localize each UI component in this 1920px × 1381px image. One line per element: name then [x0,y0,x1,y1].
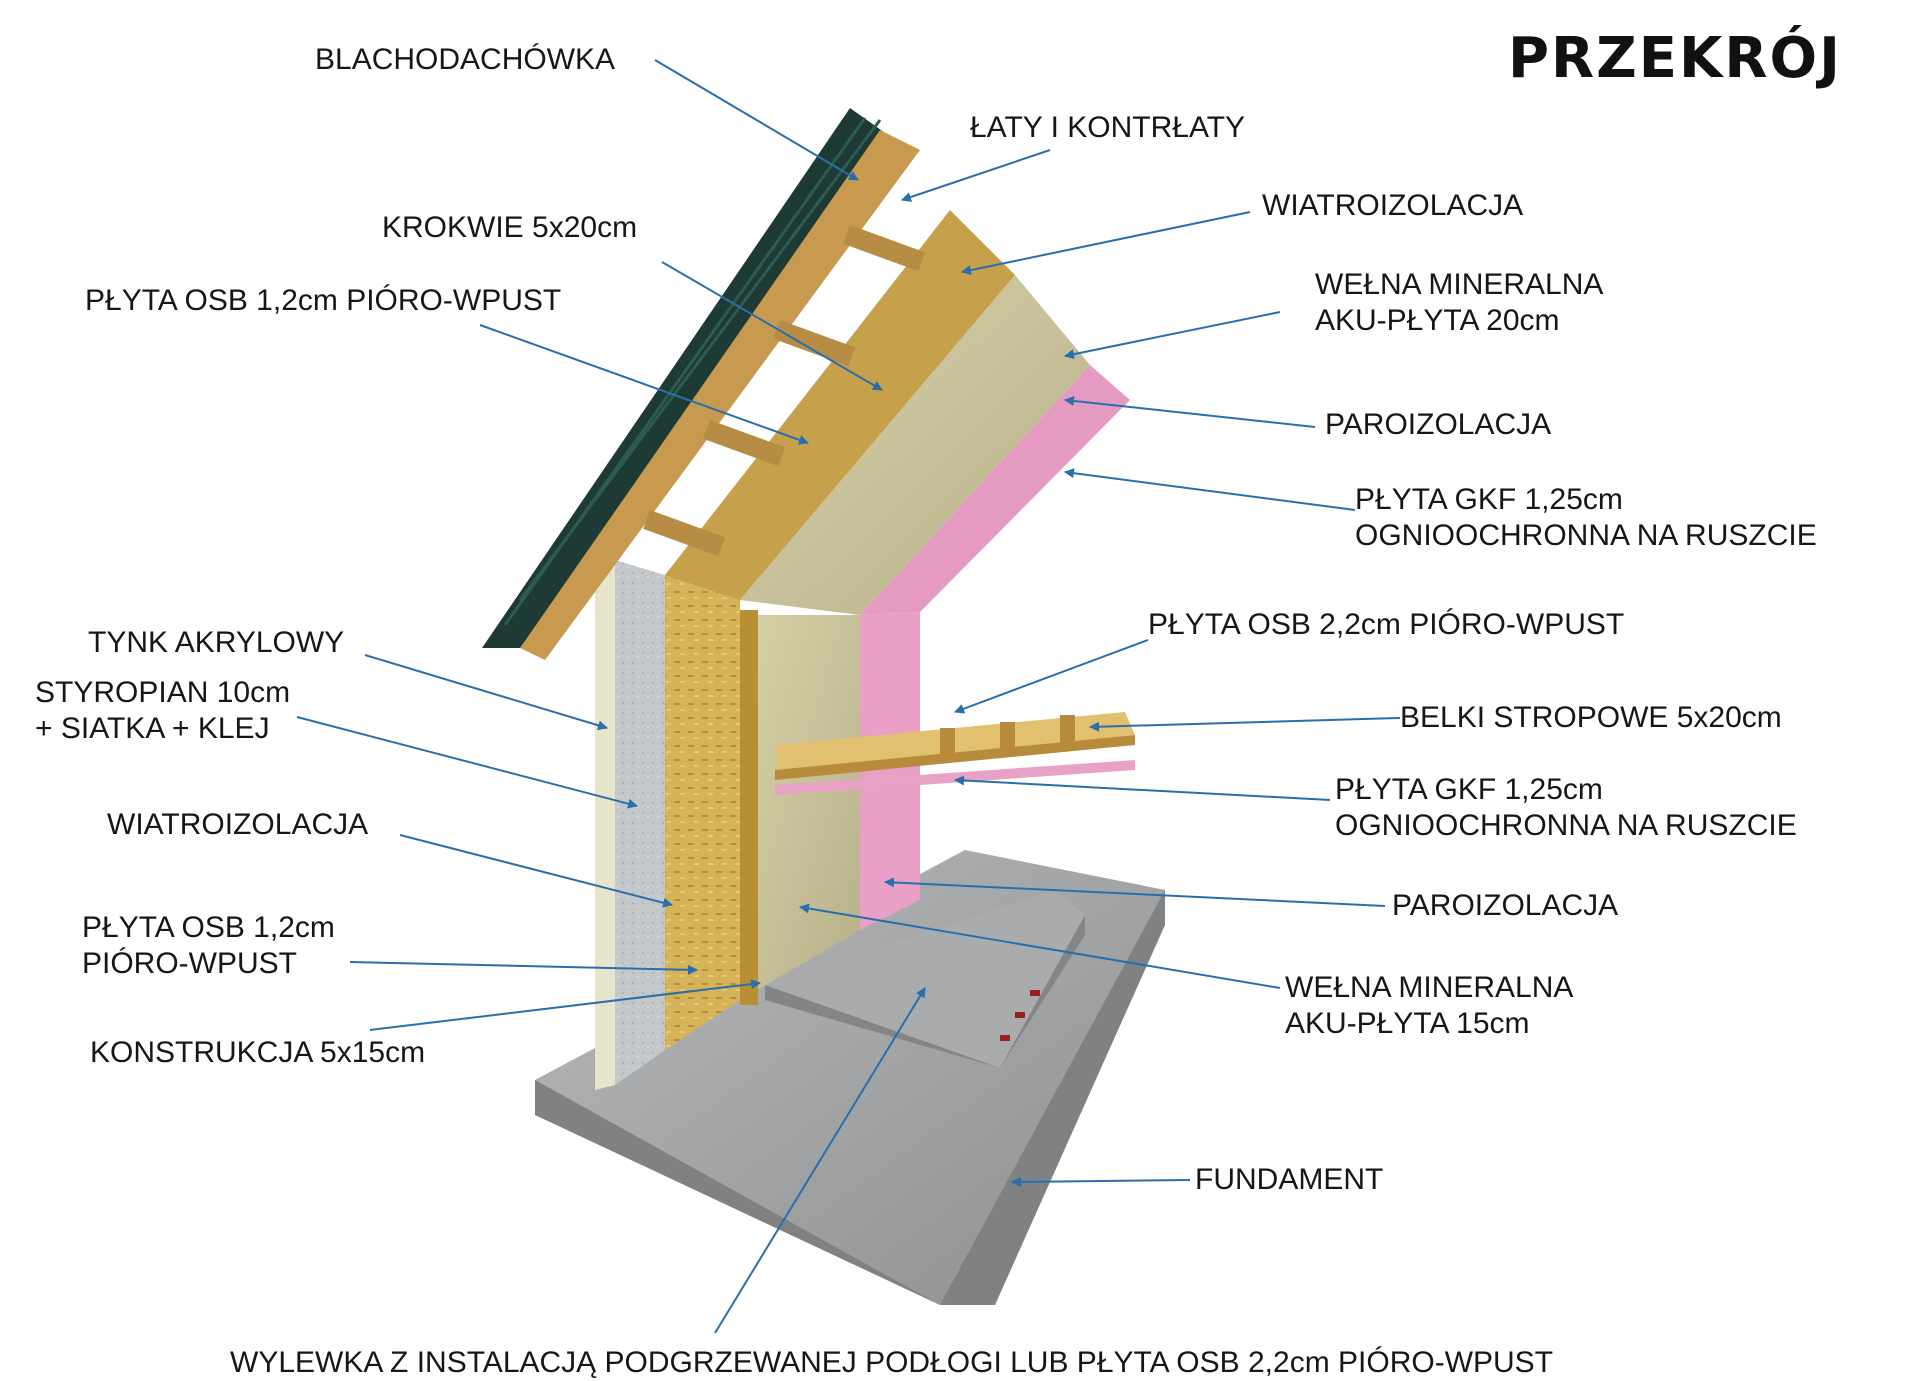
label-wind-barrier-roof: WIATROIZOLACJA [1262,189,1524,222]
roof-osb-board [665,210,1015,600]
wall-wool-insulation [740,615,860,1000]
label-screed-floor: WYLEWKA Z INSTALACJĄ PODGRZEWANEJ PODŁOG… [230,1346,1554,1379]
label-foundation: FUNDAMENT [1195,1163,1384,1196]
interior-gkf-wall [860,612,920,930]
label-osb-roof: PŁYTA OSB 1,2cm PIÓRO-WPUST [85,284,562,317]
label-osb-wall-line1: PŁYTA OSB 1,2cm [82,911,335,944]
roof-battens [643,224,926,557]
label-vapor-barrier-wall: PAROIZOLACJA [1392,889,1619,922]
wall-osb-board [665,560,740,1050]
roof-gkf-panel [860,365,1130,615]
label-wool-wall-line2: AKU-PŁYTA 15cm [1285,1007,1530,1040]
label-wool-wall-line1: WEŁNA MINERALNA [1285,971,1574,1004]
label-wool-roof-line2: AKU-PŁYTA 20cm [1315,304,1560,337]
label-gkf-ceiling-line2: OGNIOOCHRONNA NA RUSZCIE [1335,809,1797,842]
label-styrofoam-line1: STYROPIAN 10cm [35,676,291,709]
label-styrofoam-line2: + SIATKA + KLEJ [35,712,270,745]
roof-counter-battens [520,130,920,660]
floor-joists [775,712,1135,780]
label-battens: ŁATY I KONTRŁATY [970,111,1246,144]
label-gkf-ceiling-line1: PŁYTA GKF 1,25cm [1335,773,1603,806]
label-gkf-roof-line1: PŁYTA GKF 1,25cm [1355,483,1623,516]
label-acrylic-plaster: TYNK AKRYLOWY [88,626,345,659]
label-wind-barrier-wall: WIATROIZOLACJA [107,808,369,841]
label-roof-tile: BLACHODACHÓWKA [315,43,616,76]
label-gkf-roof-line2: OGNIOOCHRONNA NA RUSZCIE [1355,519,1817,552]
label-wool-roof-line1: WEŁNA MINERALNA [1315,268,1604,301]
page-title: PRZEKRÓJ [1508,26,1842,91]
label-osb-wall-line2: PIÓRO-WPUST [82,947,297,980]
label-frame-construction: KONSTRUKCJA 5x15cm [90,1036,426,1069]
leader-lines [296,59,1401,1334]
label-osb-floor: PŁYTA OSB 2,2cm PIÓRO-WPUST [1148,608,1625,641]
label-vapor-barrier-roof: PAROIZOLACJA [1325,408,1552,441]
wall-styrofoam [615,560,665,1085]
label-floor-joists: BELKI STROPOWE 5x20cm [1400,701,1782,734]
roof-wool-insulation [740,275,1090,615]
wall-acrylic-plaster [595,560,615,1090]
label-rafters: KROKWIE 5x20cm [382,211,638,244]
